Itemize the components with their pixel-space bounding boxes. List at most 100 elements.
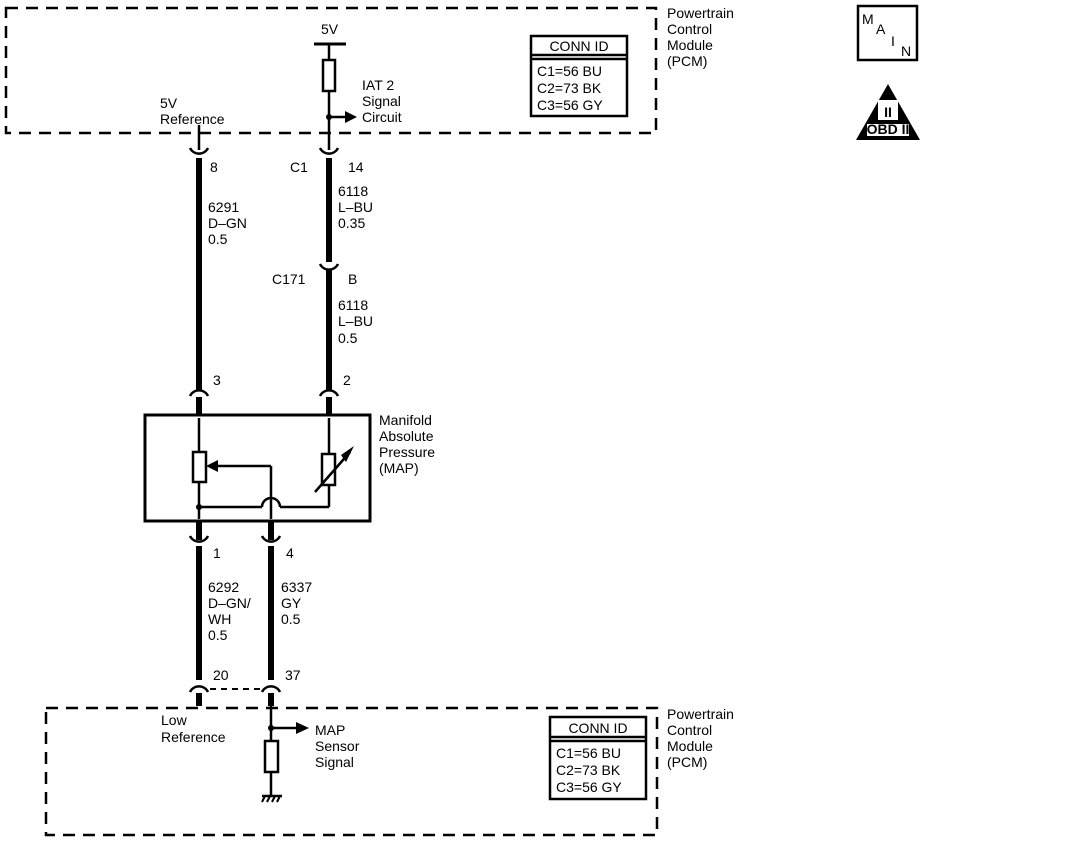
map-pin-4-label: 4	[286, 545, 294, 561]
pcm-top-conn-id-row-3: C3=56 GY	[537, 97, 603, 113]
chassis-ground-icon	[261, 794, 282, 803]
pcm-c1-pin-8-label: 8	[210, 159, 218, 175]
pcm-pin-20-label: 20	[213, 667, 229, 683]
map-signal-label-3: Signal	[315, 754, 354, 770]
pcm-pin-20-terminal	[188, 685, 210, 693]
iat2-signal-label-2: Signal	[362, 93, 401, 109]
pcm-c1-name-label: C1	[290, 159, 308, 175]
map-label-2: Absolute	[379, 428, 434, 444]
pcm-bottom-label-4: (PCM)	[667, 754, 707, 770]
pcm-bottom-label-1: Powertrain	[667, 706, 734, 722]
pcm-bottom-label-3: Module	[667, 738, 713, 754]
pcm-top-label-2: Control	[667, 21, 712, 37]
iat2-signal-label-3: Circuit	[362, 109, 402, 125]
map-label-3: Pressure	[379, 444, 435, 460]
map-sig-gauge: 0.5	[281, 611, 301, 627]
signal-lower-circuit: 6118	[338, 297, 368, 313]
map-label-1: Manifold	[379, 412, 432, 428]
map-pin-4-terminal	[260, 535, 282, 543]
map-pin-1-terminal	[188, 535, 210, 543]
pcm-top-label-1: Powertrain	[667, 5, 734, 21]
pcm-bottom-conn-id-row-3: C3=56 GY	[556, 779, 622, 795]
ref-wire-gauge: 0.5	[208, 231, 228, 247]
pcm-bottom-module: Powertrain Control Module (PCM) Low Refe…	[44, 706, 734, 837]
map-pin-3-label: 3	[213, 372, 221, 388]
pcm-c1-pin-14-label: 14	[348, 159, 364, 175]
iat2-signal-label-1: IAT 2	[362, 77, 394, 93]
c171-pin-b-label: B	[348, 271, 357, 287]
pcm-top-boundary	[4, 6, 658, 135]
c171-name-label: C171	[272, 271, 306, 287]
pcm-c1-pin-8-terminal	[188, 147, 210, 155]
ref-5v-label-2: Reference	[160, 111, 225, 127]
c171-pin-b-terminal	[318, 263, 340, 271]
ref-wire: 6291 D–GN 0.5	[196, 158, 247, 390]
map-pin-1-label: 1	[213, 545, 221, 561]
pcm-top-conn-id-row-2: C2=73 BK	[537, 80, 602, 96]
ref-wire-color: D–GN	[208, 215, 247, 231]
pcm-bottom-conn-id-header: CONN ID	[568, 720, 627, 736]
low-ref-label-2: Reference	[161, 729, 226, 745]
pcm-top-label-4: (PCM)	[667, 53, 707, 69]
map-sig-color: GY	[281, 595, 302, 611]
pcm-c1-pin-14-terminal	[318, 147, 340, 155]
map-wire-crossover	[260, 496, 282, 508]
pcm-bottom-conn-id-row-2: C2=73 BK	[556, 762, 621, 778]
pcm-bottom-conn-id-table: CONN ID C1=56 BU C2=73 BK C3=56 GY	[548, 715, 648, 801]
main-letter-m: M	[862, 11, 874, 27]
iat2-signal-arrow	[345, 111, 357, 123]
map-variable-arrow	[341, 446, 354, 462]
pcm-top-label-3: Module	[667, 37, 713, 53]
map-label-4: (MAP)	[379, 460, 419, 476]
pcm-pin-37-terminal	[260, 685, 282, 693]
main-letter-a: A	[876, 21, 886, 37]
pcm-bottom-connector: 20 37	[188, 667, 301, 706]
map-pin-3-terminal	[188, 389, 210, 397]
map-wiper-arrow	[206, 460, 218, 472]
main-letter-n: N	[901, 43, 911, 59]
map-signal-label-2: Sensor	[315, 738, 360, 754]
pcm-bottom-label-2: Control	[667, 722, 712, 738]
pcm-pin-37-label: 37	[285, 667, 301, 683]
signal-upper-circuit: 6118	[338, 183, 368, 199]
obd-numeral: II	[884, 104, 892, 120]
pcm-bottom-conn-id-row-1: C1=56 BU	[556, 745, 621, 761]
low-ref-label-1: Low	[161, 712, 188, 728]
signal-upper-gauge: 0.35	[338, 215, 365, 231]
pcm-top-conn-id-table: CONN ID C1=56 BU C2=73 BK C3=56 GY	[529, 34, 629, 118]
pcm-top-module: Powertrain Control Module (PCM) CONN ID …	[4, 5, 734, 150]
obd-text: OBD II	[867, 121, 910, 137]
ref-5v-label-1: 5V	[160, 95, 178, 111]
obd-ii-badge: II OBD II	[856, 84, 920, 140]
low-ref-circuit: 6292	[208, 579, 239, 595]
main-badge: M A I N	[856, 4, 919, 62]
signal-upper-color: L–BU	[338, 199, 373, 215]
pcm-top-conn-id-row-1: C1=56 BU	[537, 63, 602, 79]
pulldown-resistor	[263, 739, 280, 774]
map-potentiometer	[191, 450, 208, 484]
map-sensor: 3 2 Manifold Absolute Pressure (MAP)	[143, 372, 435, 561]
map-signal-wire: 6337 GY 0.5	[268, 546, 312, 680]
map-sig-circuit: 6337	[281, 579, 312, 595]
low-ref-color-1: D–GN/	[208, 595, 251, 611]
supply-5v-label: 5V	[321, 21, 339, 37]
map-signal-arrow	[296, 722, 309, 734]
map-signal-label-1: MAP	[315, 722, 345, 738]
pcm-c1-connector: 8 C1 14	[188, 147, 364, 175]
signal-lower-gauge: 0.5	[338, 330, 358, 346]
main-letter-i: I	[891, 33, 895, 49]
signal-wire-lower: 6118 L–BU 0.5	[326, 270, 373, 390]
pullup-resistor	[321, 58, 337, 93]
low-ref-wire: 6292 D–GN/ WH 0.5	[196, 546, 251, 680]
map-pin-2-label: 2	[343, 372, 351, 388]
ref-wire-circuit: 6291	[208, 199, 239, 215]
pcm-top-conn-id-header: CONN ID	[549, 38, 608, 54]
signal-lower-color: L–BU	[338, 313, 373, 329]
low-ref-color-2: WH	[208, 611, 231, 627]
signal-wire-upper: 6118 L–BU 0.35	[326, 158, 373, 262]
low-ref-gauge: 0.5	[208, 627, 228, 643]
inline-connector-c171: C171 B	[272, 263, 357, 287]
pcm-bottom-boundary	[44, 706, 659, 837]
map-pin-2-terminal	[318, 389, 340, 397]
